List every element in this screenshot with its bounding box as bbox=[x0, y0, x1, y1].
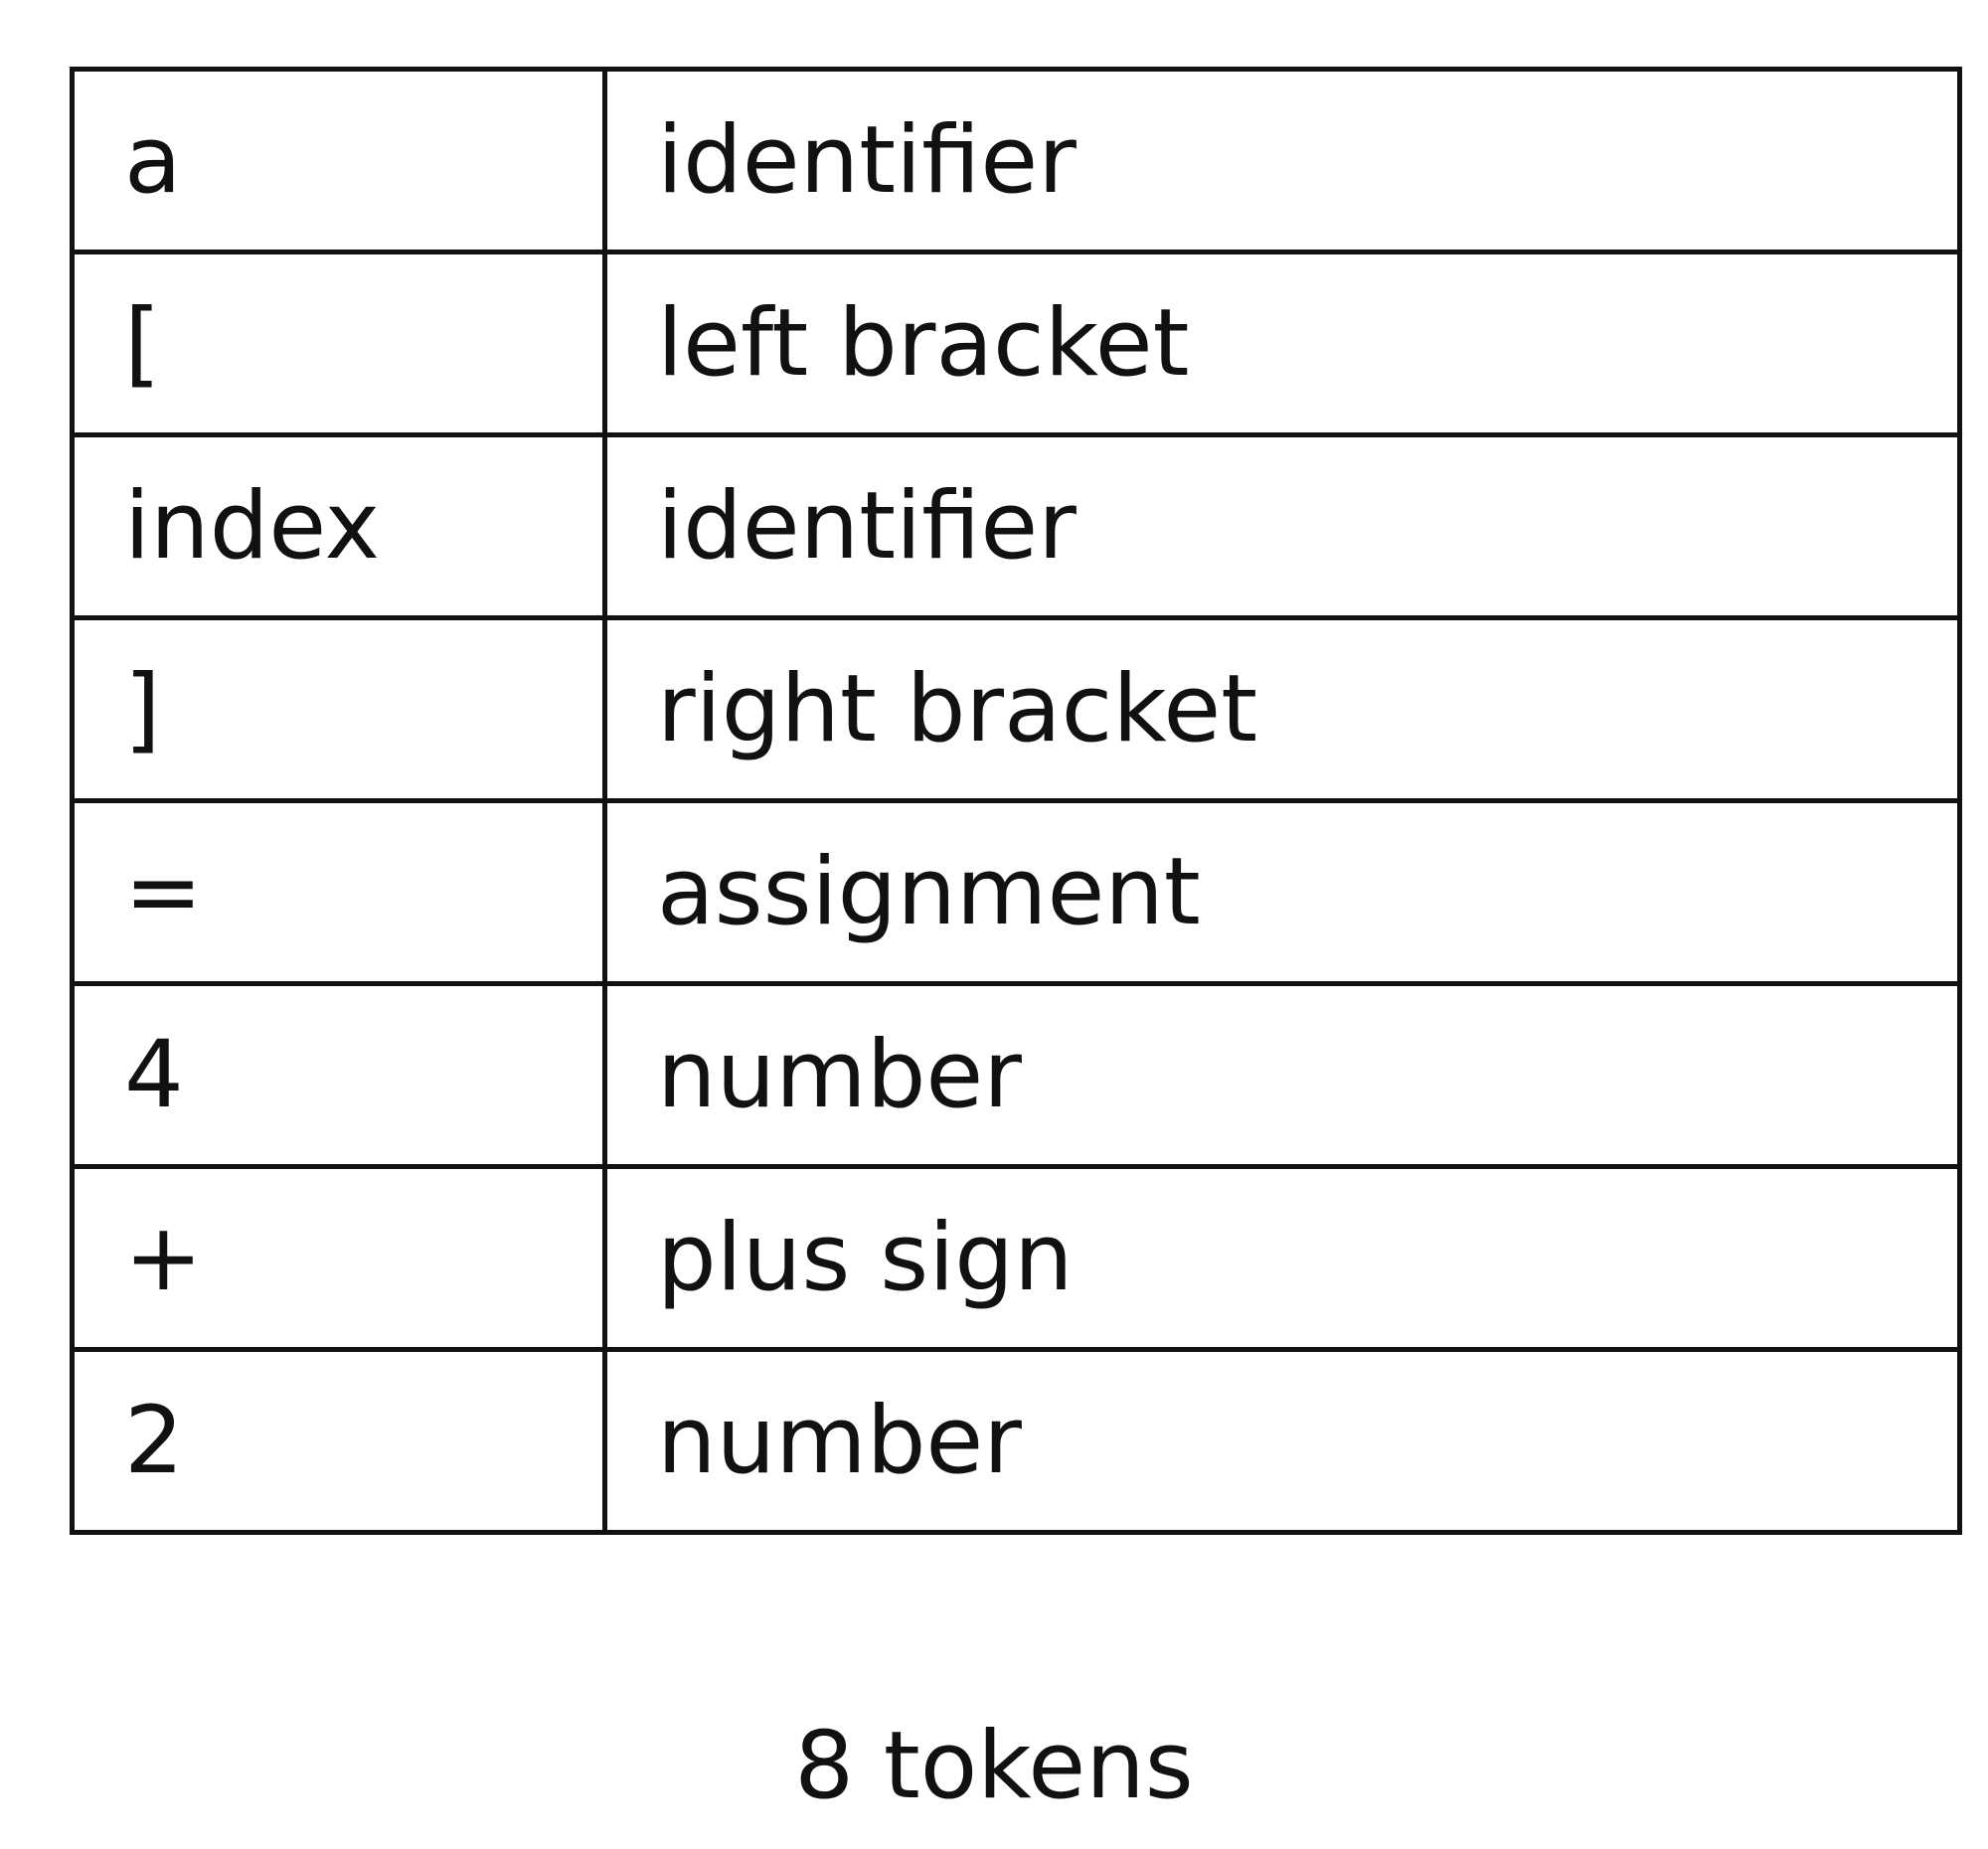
lexeme-cell: index bbox=[70, 432, 607, 620]
table-row: 4 number bbox=[70, 981, 1962, 1169]
table-row: index identifier bbox=[70, 432, 1962, 620]
lexeme-cell: a bbox=[70, 67, 607, 254]
token-type-cell: identifier bbox=[602, 432, 1962, 620]
table-row: + plus sign bbox=[70, 1164, 1962, 1352]
lexeme-cell: + bbox=[70, 1164, 607, 1352]
token-type-cell: right bracket bbox=[602, 615, 1962, 803]
table-row: a identifier bbox=[70, 67, 1962, 254]
token-table: a identifier [ left bracket index identi… bbox=[70, 67, 1962, 1535]
token-type-cell: left bracket bbox=[602, 250, 1962, 437]
token-type-cell: assignment bbox=[602, 798, 1962, 986]
table-row: ] right bracket bbox=[70, 615, 1962, 803]
table-row: = assignment bbox=[70, 798, 1962, 986]
table-row: [ left bracket bbox=[70, 250, 1962, 437]
token-type-cell: number bbox=[602, 981, 1962, 1169]
token-type-cell: number bbox=[602, 1347, 1962, 1535]
token-type-cell: identifier bbox=[602, 67, 1962, 254]
lexeme-cell: ] bbox=[70, 615, 607, 803]
lexeme-cell: 4 bbox=[70, 981, 607, 1169]
token-count-caption: 8 tokens bbox=[794, 1712, 1194, 1820]
lexeme-cell: 2 bbox=[70, 1347, 607, 1535]
token-type-cell: plus sign bbox=[602, 1164, 1962, 1352]
table-row: 2 number bbox=[70, 1347, 1962, 1535]
token-table-body: a identifier [ left bracket index identi… bbox=[70, 67, 1962, 1535]
lexeme-cell: [ bbox=[70, 250, 607, 437]
lexeme-cell: = bbox=[70, 798, 607, 986]
